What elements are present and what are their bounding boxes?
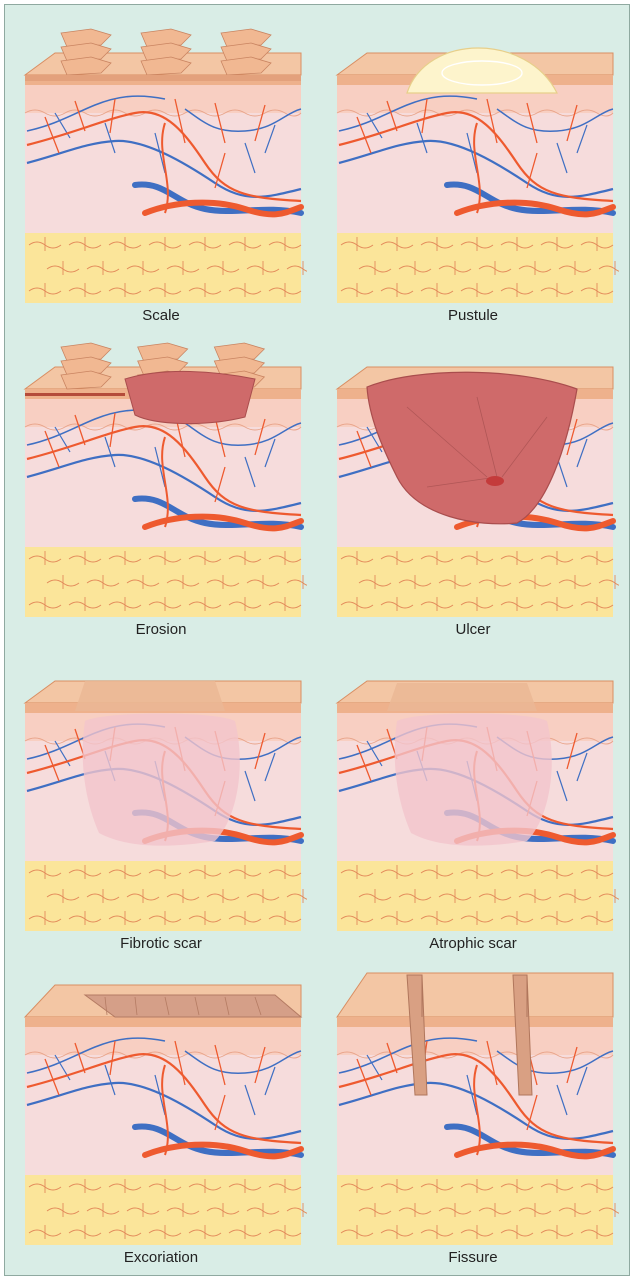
panel-label-pustule: Pustule [327, 307, 619, 324]
panel-label-fissure: Fissure [327, 1249, 619, 1266]
panel-label-excoriation: Excoriation [15, 1249, 307, 1266]
erosion-illustration [15, 327, 307, 617]
scale-illustration [15, 13, 307, 303]
pustule-illustration [327, 13, 619, 303]
fibrotic-illustration [15, 641, 307, 931]
fissure-illustration [327, 955, 619, 1245]
ulcer-illustration [327, 327, 619, 617]
panel-fissure: Fissure [327, 955, 619, 1258]
panel-label-atrophic: Atrophic scar [327, 935, 619, 952]
atrophic-illustration [327, 641, 619, 931]
panel-ulcer: Ulcer [327, 327, 619, 630]
panel-erosion: Erosion [15, 327, 307, 630]
panel-label-scale: Scale [15, 307, 307, 324]
panel-excoriation: Excoriation [15, 955, 307, 1258]
panel-fibrotic: Fibrotic scar [15, 641, 307, 944]
panel-pustule: Pustule [327, 13, 619, 316]
panel-label-ulcer: Ulcer [327, 621, 619, 638]
panel-label-erosion: Erosion [15, 621, 307, 638]
excoriation-illustration [15, 955, 307, 1245]
panel-label-fibrotic: Fibrotic scar [15, 935, 307, 952]
panel-scale: Scale [15, 13, 307, 316]
panel-atrophic: Atrophic scar [327, 641, 619, 944]
